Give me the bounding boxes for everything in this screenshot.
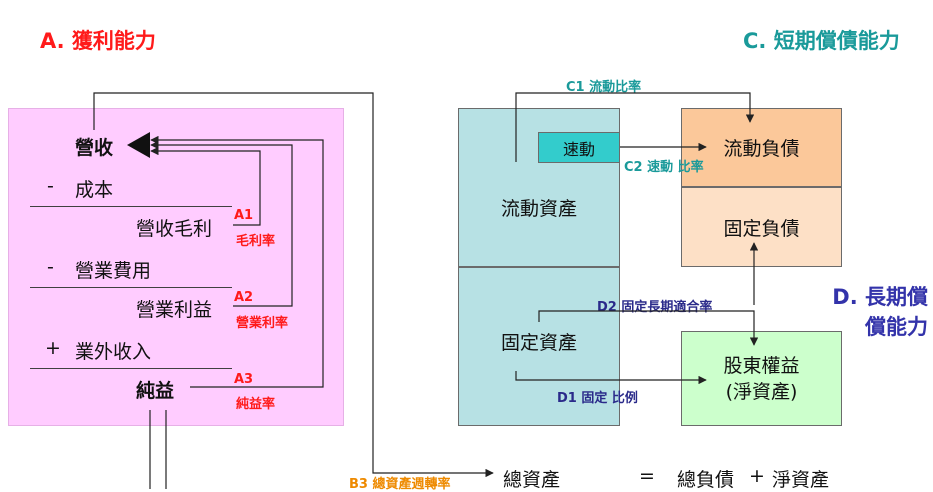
current-liabilities-box: 流動負債	[681, 108, 842, 187]
d1-label: D1 固定 比例	[557, 391, 638, 406]
fixed-liabilities-box: 固定負債	[681, 187, 842, 267]
nonop-label: 業外收入	[75, 341, 152, 363]
income-statement-panel	[8, 108, 344, 426]
section-c-title: C. 短期償債能力	[743, 29, 900, 53]
total-assets-label: 總資產	[503, 469, 561, 491]
total-liabilities-label: 總負債	[677, 469, 735, 491]
net-income-divider	[30, 368, 232, 369]
quick-assets-label: 速動	[562, 139, 595, 159]
c1-label: C1 流動比率	[566, 80, 642, 95]
a1-label: 毛利率	[236, 234, 276, 249]
c2-label: C2 速動 比率	[624, 160, 704, 175]
b3-label: B3 總資產週轉率	[349, 477, 451, 492]
plus-sign: +	[749, 465, 765, 487]
a2-label: 營業利率	[236, 316, 289, 331]
a2-code: A2	[234, 290, 254, 305]
current-assets-label: 流動資產	[500, 198, 577, 220]
opex-operator: -	[47, 256, 54, 278]
d2-label: D2 固定長期適合率	[597, 300, 713, 315]
revenue-label: 營收	[75, 137, 114, 159]
a3-code: A3	[234, 372, 254, 387]
fixed-liabilities-label: 固定負債	[723, 217, 800, 240]
equals-sign: =	[639, 465, 655, 487]
cost-operator: -	[47, 175, 54, 197]
cost-label: 成本	[75, 179, 114, 201]
section-a-title: A. 獲利能力	[40, 29, 156, 53]
net-assets-label: 淨資產	[772, 469, 830, 491]
nonop-operator: +	[45, 337, 61, 359]
equity-box: 股東權益 (淨資產)	[681, 331, 842, 426]
equity-label-line2: (淨資產)	[725, 380, 798, 403]
equity-label-line1: 股東權益	[723, 354, 800, 377]
section-d-title: D. 長期償 償能力	[812, 282, 928, 342]
quick-assets-box: 速動	[538, 132, 620, 163]
net-income-label: 純益	[136, 380, 175, 402]
gross-profit-divider	[30, 206, 232, 207]
current-liabilities-label: 流動負債	[723, 138, 800, 160]
fixed-assets-label: 固定資產	[500, 332, 577, 354]
a1-code: A1	[234, 208, 254, 223]
gross-profit-label: 營收毛利	[136, 218, 213, 240]
section-d-title-line1: D. 長期償	[832, 285, 928, 309]
section-d-title-line2: 償能力	[865, 315, 928, 339]
a3-label: 純益率	[236, 397, 276, 412]
operating-income-label: 營業利益	[136, 299, 213, 321]
opex-label: 營業費用	[75, 260, 152, 282]
operating-income-divider	[30, 287, 232, 288]
